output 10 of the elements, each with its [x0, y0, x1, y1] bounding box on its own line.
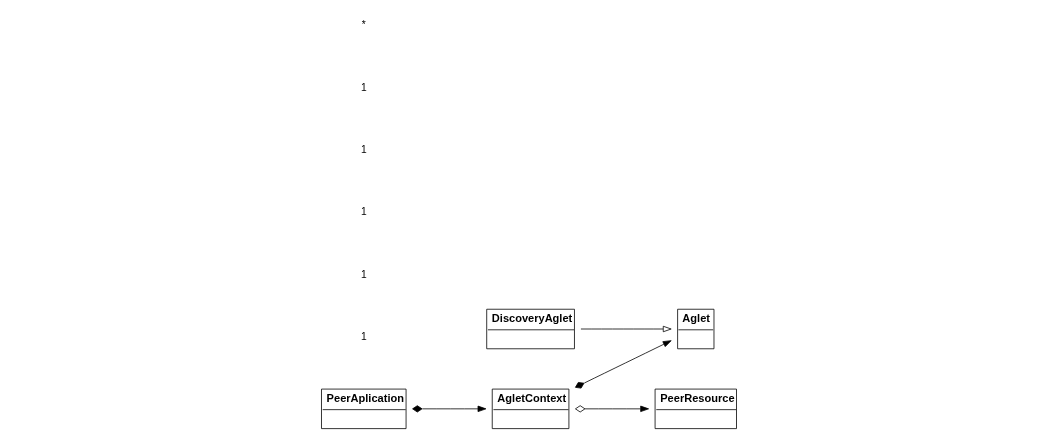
label: 1 [360, 268, 367, 280]
arrow [580, 325, 672, 333]
arrow [575, 405, 649, 413]
label: * [361, 19, 366, 31]
arrow [575, 340, 672, 389]
label: 1 [360, 81, 367, 93]
label: 1 [360, 206, 367, 218]
label: 1 [360, 144, 367, 156]
arrow [412, 405, 487, 413]
label: 1 [360, 331, 367, 343]
